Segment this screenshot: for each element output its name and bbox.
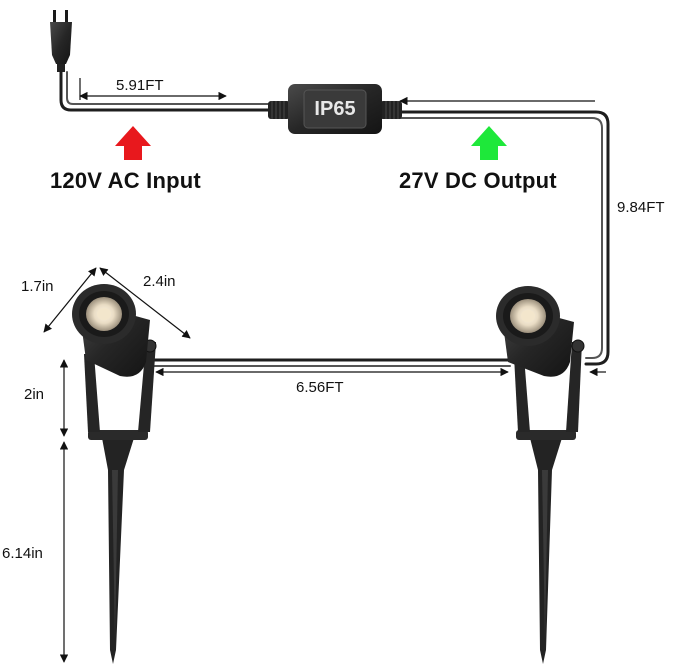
light-spacing-label: 6.56FT — [296, 379, 344, 396]
stake-length-label: 6.14in — [2, 545, 43, 562]
cable-lines — [59, 70, 610, 367]
input-label: 120V AC Input — [50, 168, 201, 193]
power-adapter-icon — [268, 84, 402, 134]
ip-rating-label: IP65 — [314, 98, 356, 120]
output-arrow-icon — [471, 126, 507, 160]
dimension-lines — [43, 78, 606, 663]
ac-plug-icon — [50, 10, 72, 72]
light-height-label: 1.7in — [21, 278, 54, 295]
bracket-height-label: 2in — [24, 386, 45, 403]
input-arrow-icon — [115, 126, 151, 160]
spotlight-right — [496, 286, 585, 664]
cord-length-label: 5.91FT — [116, 77, 164, 94]
output-label: 27V DC Output — [399, 168, 557, 193]
output-cable-length-label: 9.84FT — [617, 199, 665, 216]
spotlight-left — [72, 284, 157, 664]
light-length-label: 2.4in — [143, 273, 176, 290]
